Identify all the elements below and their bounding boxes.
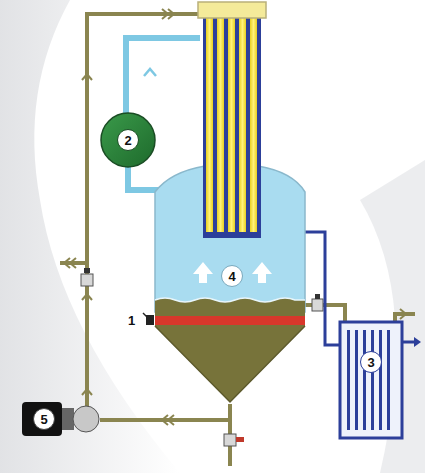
callout-number: 1 bbox=[128, 314, 135, 327]
callout-number: 5 bbox=[40, 413, 47, 426]
pump-motor bbox=[22, 402, 62, 436]
flow-arrow bbox=[414, 337, 421, 347]
tube bbox=[217, 18, 224, 232]
tubes bbox=[206, 18, 257, 232]
pump-volute bbox=[73, 406, 99, 432]
callout-number: 3 bbox=[367, 356, 374, 369]
condenser-tube bbox=[379, 330, 382, 430]
callout-number: 4 bbox=[228, 270, 235, 283]
header bbox=[198, 2, 266, 18]
liquid bbox=[155, 298, 305, 402]
callout-circle: 5 bbox=[33, 408, 55, 430]
callout-number: 2 bbox=[124, 134, 131, 147]
condenser-tube bbox=[363, 330, 366, 430]
tube-bundle bbox=[203, 16, 261, 238]
condenser-tubes bbox=[347, 330, 390, 430]
condenser-tube bbox=[355, 330, 358, 430]
callout-circle: 2 bbox=[117, 129, 139, 151]
tube bbox=[239, 18, 246, 232]
compressor bbox=[101, 113, 155, 167]
tube bbox=[228, 18, 235, 232]
callout-circle: 4 bbox=[221, 265, 243, 287]
background-swoosh bbox=[0, 0, 180, 473]
liquid-surface bbox=[155, 298, 305, 302]
heater bbox=[155, 316, 305, 325]
tube bbox=[206, 18, 213, 232]
condenser-tube bbox=[387, 330, 390, 430]
condenser-tube bbox=[371, 330, 374, 430]
flow-arrow bbox=[144, 69, 156, 76]
condenser bbox=[340, 322, 402, 438]
pump-coupling bbox=[62, 408, 74, 430]
cone bbox=[155, 326, 305, 402]
condenser-tube bbox=[347, 330, 350, 430]
recirculation-pipe bbox=[60, 14, 415, 466]
callout-circle: 3 bbox=[360, 351, 382, 373]
sensor bbox=[143, 313, 147, 317]
tube bbox=[250, 18, 257, 232]
